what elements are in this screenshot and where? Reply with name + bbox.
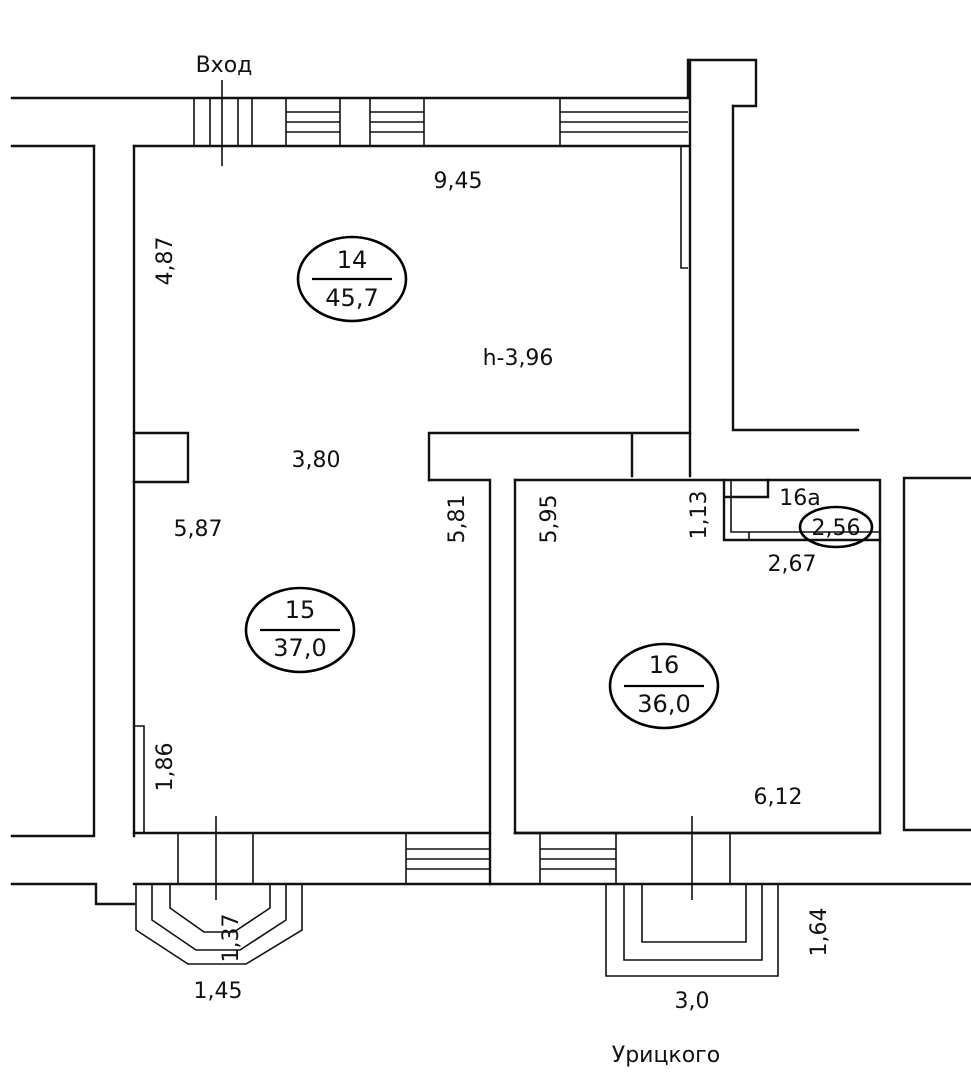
dim-9-45: 9,45 [434,169,483,194]
room-16a-number: 16а [779,486,820,511]
top-window-3 [560,111,688,133]
room-16a-label: 16а 2,56 [779,486,874,549]
dim-3-80: 3,80 [292,448,341,473]
right-corridor-wall [688,58,860,478]
top-window-1 [286,111,340,133]
far-right-wall [902,476,971,832]
room-14-number: 14 [337,246,368,274]
room-15-door [177,816,254,900]
dim-5-87: 5,87 [174,517,223,542]
dim-2-67: 2,67 [768,552,817,577]
room-16-area: 36,0 [637,690,690,718]
room-14-area: 45,7 [325,284,378,312]
ceiling-height-label: h-3,96 [483,346,554,371]
room-15-right-wall [427,478,517,886]
dim-1-13: 1,13 [687,491,712,540]
dim-3-0: 3,0 [675,989,710,1014]
room-16a-walls [722,478,882,542]
top-openings [193,80,688,166]
right-window-jamb [680,146,688,269]
room-15-window [405,833,490,884]
top-outer-wall [10,58,758,108]
room-16-label: 16 36,0 [608,642,720,730]
room-15-area: 37,0 [273,634,326,662]
dim-5-81: 5,81 [445,495,470,544]
bottom-openings [177,816,731,900]
bottom-outer-wall [10,882,971,906]
left-outer-wall [10,144,136,838]
room-16a-inner [730,480,880,540]
entrance-label: Вход [196,53,253,78]
room-16-window [539,833,616,884]
pillar [132,431,190,484]
dim-1-37: 1,37 [219,914,244,963]
dim-1-64: 1,64 [807,908,832,957]
room-15-label: 15 37,0 [244,586,356,674]
room-16-door [615,816,731,900]
room-15-window-jamb [134,725,145,833]
street-label: Урицкого [612,1043,720,1068]
partition-14-15 [427,431,692,482]
room-15-number: 15 [285,596,316,624]
dim-5-95: 5,95 [537,495,562,544]
room-14-label: 14 45,7 [296,235,408,323]
dim-6-12: 6,12 [754,785,803,810]
dim-4-87: 4,87 [153,237,178,286]
top-window-2 [370,111,424,133]
walls [10,58,971,906]
left-porch [135,884,303,965]
entrance-door [209,80,239,166]
dim-1-86: 1,86 [153,743,178,792]
dimensions: 9,45 4,87 3,80 5,87 5,81 5,95 1,13 2,67 … [153,169,832,1014]
room-16a-area: 2,56 [812,516,861,541]
dim-1-45: 1,45 [194,979,243,1004]
right-porch [605,884,779,977]
room-16-number: 16 [649,651,680,679]
